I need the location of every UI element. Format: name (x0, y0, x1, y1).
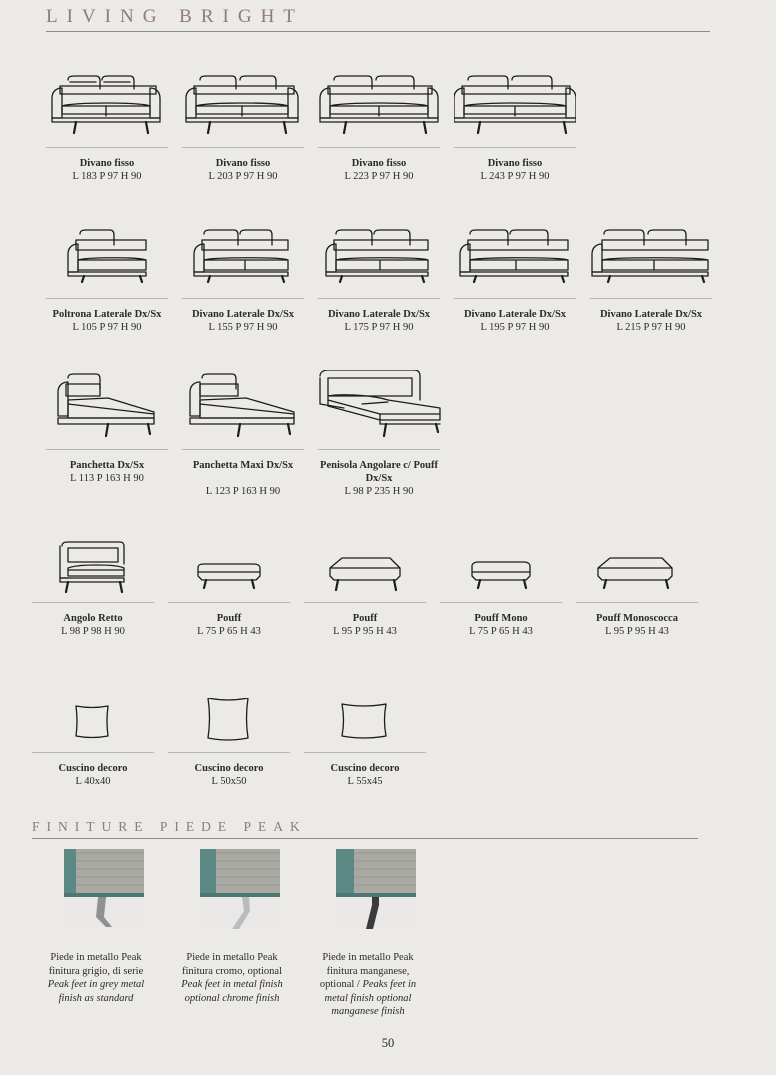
product-name: Divano fisso (215, 158, 271, 169)
product-divano-fisso-183: Divano fisso L 183 P 97 H 90 (46, 70, 168, 182)
product-pouff-monoscocca: Pouff Monoscocca L 95 P 95 H 43 (576, 540, 698, 637)
product-dims: L 75 P 65 H 43 (197, 626, 261, 637)
product-dims: L 95 P 95 H 43 (333, 626, 397, 637)
product-name: Cuscino decoro (330, 763, 400, 774)
product-cuscino-55: Cuscino decoro L 55x45 (304, 698, 426, 787)
product-penisola-angolare: Penisola Angolare c/ Pouff Dx/Sx L 98 P … (318, 370, 441, 497)
product-name: Panchetta Dx/Sx (69, 460, 145, 471)
product-name: Divano Laterale Dx/Sx (327, 309, 431, 320)
product-panchetta-maxi: Panchetta Maxi Dx/Sx L 123 P 163 H 90 (182, 370, 304, 497)
product-name: Pouff Mono (474, 613, 528, 624)
armchair-illustration (67, 229, 147, 284)
product-pouff-75: Pouff L 75 P 65 H 43 (168, 540, 290, 637)
finish-photo (200, 849, 280, 929)
product-name: Divano Laterale Dx/Sx (463, 309, 567, 320)
product-dims: L 75 P 65 H 43 (469, 626, 533, 637)
product-name: Divano fisso (351, 158, 407, 169)
product-dims: L 195 P 97 H 90 (480, 322, 550, 333)
product-dims: L 175 P 97 H 90 (344, 322, 414, 333)
product-divano-fisso-223: Divano fisso L 223 P 97 H 90 (318, 70, 440, 182)
section-title: FINITURE PIEDE PEAK (32, 819, 307, 834)
pouff-illustration (197, 563, 261, 590)
product-dims: L 98 P 235 H 90 (344, 486, 414, 497)
product-dims: L 155 P 97 H 90 (208, 322, 278, 333)
product-name: Divano fisso (487, 158, 543, 169)
product-dims: L 50x50 (211, 776, 247, 787)
product-name: Pouff (216, 613, 242, 624)
product-name: Cuscino decoro (194, 763, 264, 774)
product-name: Divano Laterale Dx/Sx (599, 309, 703, 320)
product-pouff-95: Pouff L 95 P 95 H 43 (304, 540, 426, 637)
product-divano-laterale-215: Divano Laterale Dx/Sx L 215 P 97 H 90 (590, 224, 712, 333)
product-dims: L 55x45 (347, 776, 383, 787)
product-name: Divano fisso (79, 158, 135, 169)
page-title: LIVING BRIGHT (46, 6, 304, 27)
product-dims: L 223 P 97 H 90 (344, 171, 414, 182)
sofa-illustration (459, 229, 569, 284)
product-poltrona-laterale: Poltrona Laterale Dx/Sx L 105 P 97 H 90 (46, 224, 168, 333)
cushion-illustration (341, 703, 387, 739)
pouff-illustration (329, 557, 401, 592)
sofa-illustration (51, 75, 161, 135)
sofa-illustration (591, 229, 709, 284)
product-dims: L 40x40 (75, 776, 111, 787)
finish-photo (64, 849, 144, 929)
title-divider (46, 31, 710, 32)
sofa-illustration (193, 229, 289, 284)
product-divano-fisso-243: Divano fisso L 243 P 97 H 90 (454, 70, 576, 182)
product-divano-fisso-203: Divano fisso L 203 P 97 H 90 (182, 70, 304, 182)
product-dims: L 215 P 97 H 90 (616, 322, 686, 333)
chaise-illustration (189, 373, 295, 438)
finish-caption: Piede in metallo Peak finitura manganese… (319, 952, 417, 1017)
product-name: Divano Laterale Dx/Sx (191, 309, 295, 320)
product-divano-laterale-195: Divano Laterale Dx/Sx L 195 P 97 H 90 (454, 224, 576, 333)
cushion-illustration (75, 705, 109, 739)
pouff-illustration (597, 557, 673, 590)
corner-sofa-illustration (319, 370, 441, 438)
product-dims: L 243 P 97 H 90 (480, 171, 550, 182)
product-name: Pouff (352, 613, 378, 624)
product-name: Penisola Angolare c/ Pouff Dx/Sx (320, 460, 438, 484)
product-dims: L 203 P 97 H 90 (208, 171, 278, 182)
product-cuscino-40: Cuscino decoro L 40x40 (32, 698, 154, 787)
product-dims: L 113 P 163 H 90 (70, 473, 144, 484)
product-name: Panchetta Maxi Dx/Sx (192, 460, 294, 471)
sofa-illustration (319, 75, 439, 135)
product-dims: L 98 P 98 H 90 (61, 626, 125, 637)
product-divano-laterale-175: Divano Laterale Dx/Sx L 175 P 97 H 90 (318, 224, 440, 333)
cushion-illustration (207, 698, 249, 741)
sofa-illustration (185, 75, 299, 135)
product-name: Cuscino decoro (58, 763, 128, 774)
product-pouff-mono: Pouff Mono L 75 P 65 H 43 (440, 540, 562, 637)
corner-seat-illustration (59, 541, 125, 594)
product-name: Poltrona Laterale Dx/Sx (52, 309, 162, 320)
finish-photo (336, 849, 416, 929)
pouff-illustration (471, 561, 531, 590)
chaise-illustration (57, 373, 155, 438)
product-angolo-retto: Angolo Retto L 98 P 98 H 90 (32, 540, 154, 637)
product-dims: L 183 P 97 H 90 (72, 171, 142, 182)
product-dims: L 105 P 97 H 90 (72, 322, 142, 333)
sofa-illustration (325, 229, 429, 284)
sofa-illustration (454, 75, 576, 135)
finish-caption: Piede in metallo Peak finitura cromo, op… (181, 952, 283, 1004)
product-panchetta: Panchetta Dx/Sx L 113 P 163 H 90 (46, 370, 168, 484)
product-dims: L 95 P 95 H 43 (605, 626, 669, 637)
section-divider (32, 838, 698, 839)
finish-caption: Piede in metallo Peak finitura grigio, d… (47, 952, 145, 1004)
page-number: 50 (381, 1036, 395, 1050)
product-dims: L 123 P 163 H 90 (205, 486, 281, 497)
product-name: Angolo Retto (63, 613, 123, 624)
product-cuscino-50: Cuscino decoro L 50x50 (168, 698, 290, 787)
product-divano-laterale-155: Divano Laterale Dx/Sx L 155 P 97 H 90 (182, 224, 304, 333)
product-name: Pouff Monoscocca (596, 613, 678, 624)
